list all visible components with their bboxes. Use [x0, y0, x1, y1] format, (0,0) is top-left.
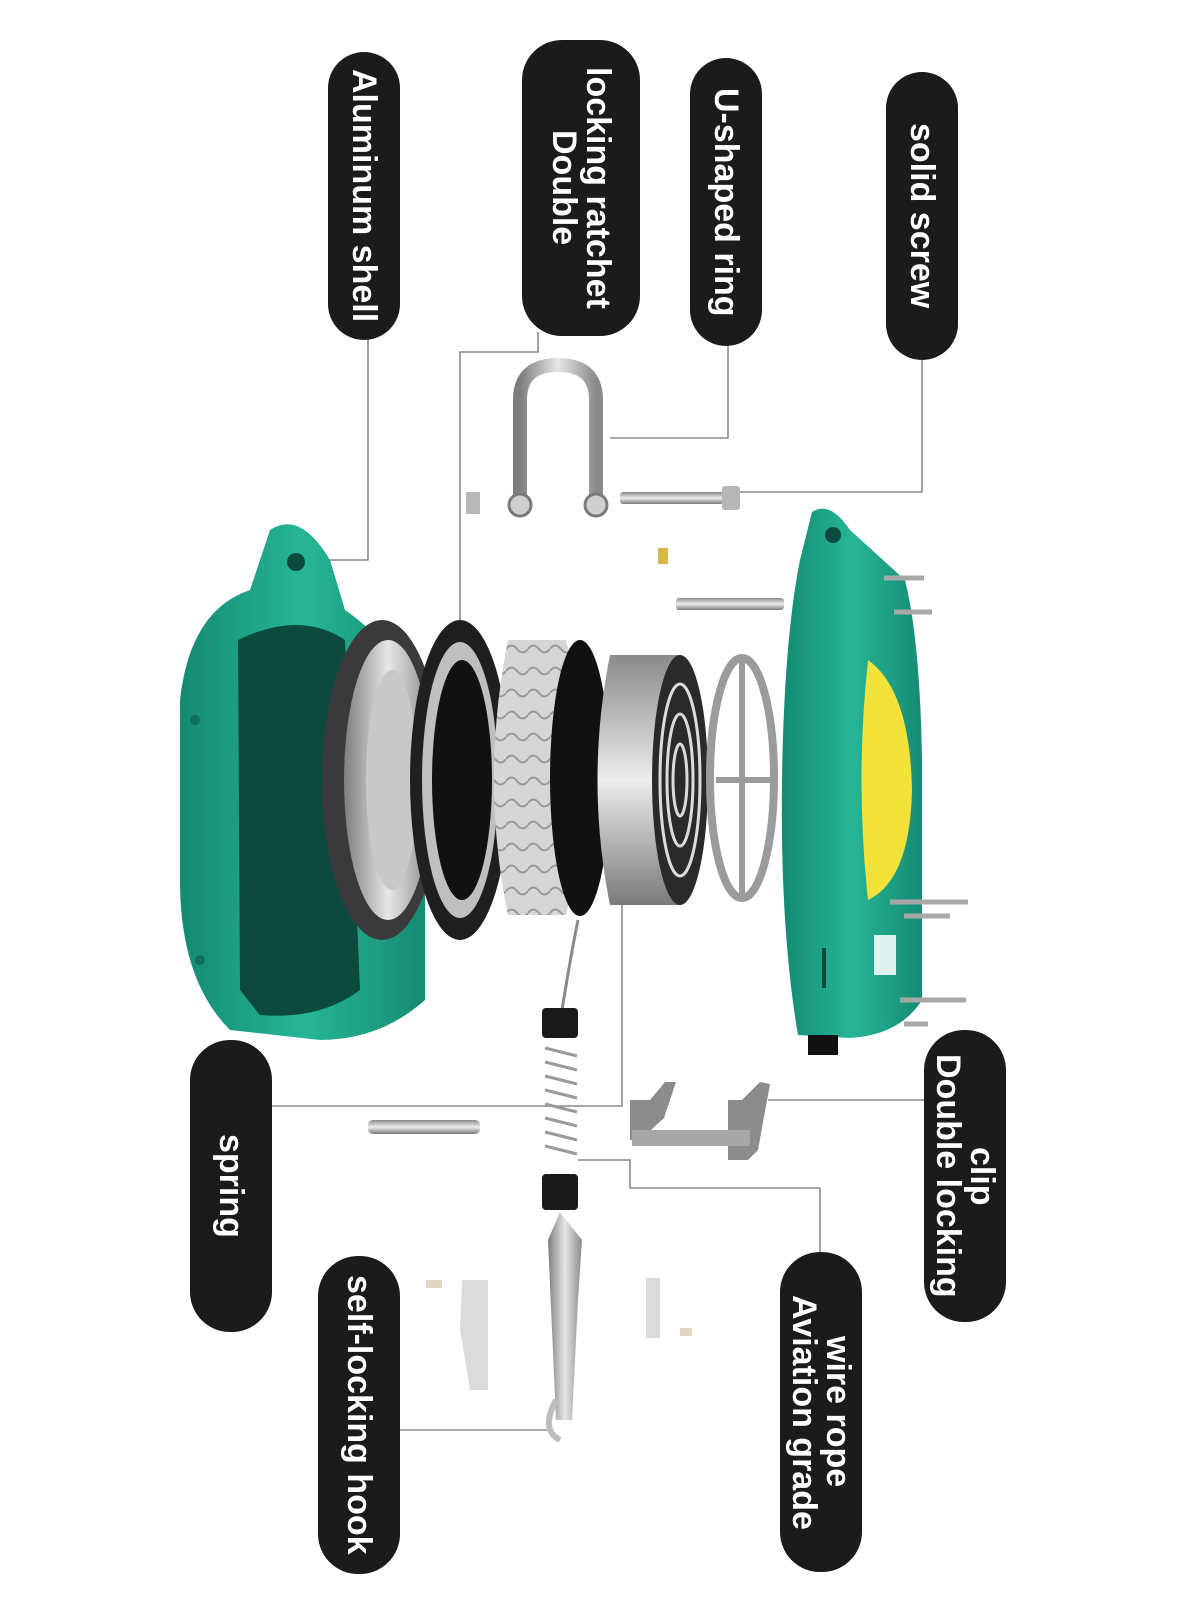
- u-shaped-ring: [466, 357, 609, 518]
- label-spring-line-1: spring: [212, 1134, 250, 1238]
- label-locking-ratchet: locking ratchet Double: [522, 40, 640, 336]
- leader-solid-screw: [740, 360, 923, 493]
- right-shell: [781, 508, 968, 1055]
- label-solid-screw: solid screw: [886, 72, 958, 360]
- spring-and-hook: [542, 919, 582, 1443]
- gasket-disk: [322, 620, 442, 940]
- label-spring: spring: [190, 1040, 272, 1332]
- leader-lines: [270, 332, 924, 1431]
- leader-spring: [270, 900, 623, 1107]
- label-u-shaped-ring-line-1: U-shaped ring: [707, 87, 745, 317]
- pin: [368, 1120, 480, 1134]
- wire-rope-drum: [494, 640, 610, 916]
- hook-small-parts: [426, 1278, 692, 1390]
- leader-aluminum-shell: [320, 338, 369, 561]
- label-wire-rope-line-2: Aviation grade: [785, 1294, 823, 1530]
- retainer-ring: [706, 654, 778, 902]
- leader-u-shaped-ring: [610, 345, 729, 439]
- leader-locking-ratchet: [459, 332, 539, 620]
- double-locking-clip: [630, 1082, 770, 1160]
- spiral-spring-cylinder: [597, 655, 708, 905]
- label-aluminum-shell-line-1: Aluminum shell: [345, 69, 383, 323]
- label-self-locking-hook: self-locking hook: [318, 1256, 400, 1574]
- label-wire-rope-line-1: wire rope: [819, 1336, 857, 1488]
- label-locking-ratchet-line-1: locking ratchet: [579, 67, 617, 309]
- ratchet-wheel: [410, 620, 510, 940]
- leader-wire-rope: [578, 1159, 821, 1252]
- label-solid-screw-line-1: solid screw: [903, 123, 941, 309]
- label-u-shaped-ring: U-shaped ring: [690, 58, 762, 346]
- label-double-locking-clip: clip Double locking: [924, 1030, 1006, 1322]
- label-wire-rope: wire rope Aviation grade: [780, 1252, 862, 1572]
- label-locking-ratchet-line-2: Double: [545, 130, 583, 246]
- label-double-locking-clip-line-1: clip: [963, 1146, 1001, 1206]
- label-double-locking-clip-line-2: Double locking: [929, 1054, 967, 1298]
- label-aluminum-shell: Aluminum shell: [328, 52, 400, 340]
- solid-screw: [620, 486, 784, 610]
- label-self-locking-hook-line-1: self-locking hook: [340, 1275, 378, 1555]
